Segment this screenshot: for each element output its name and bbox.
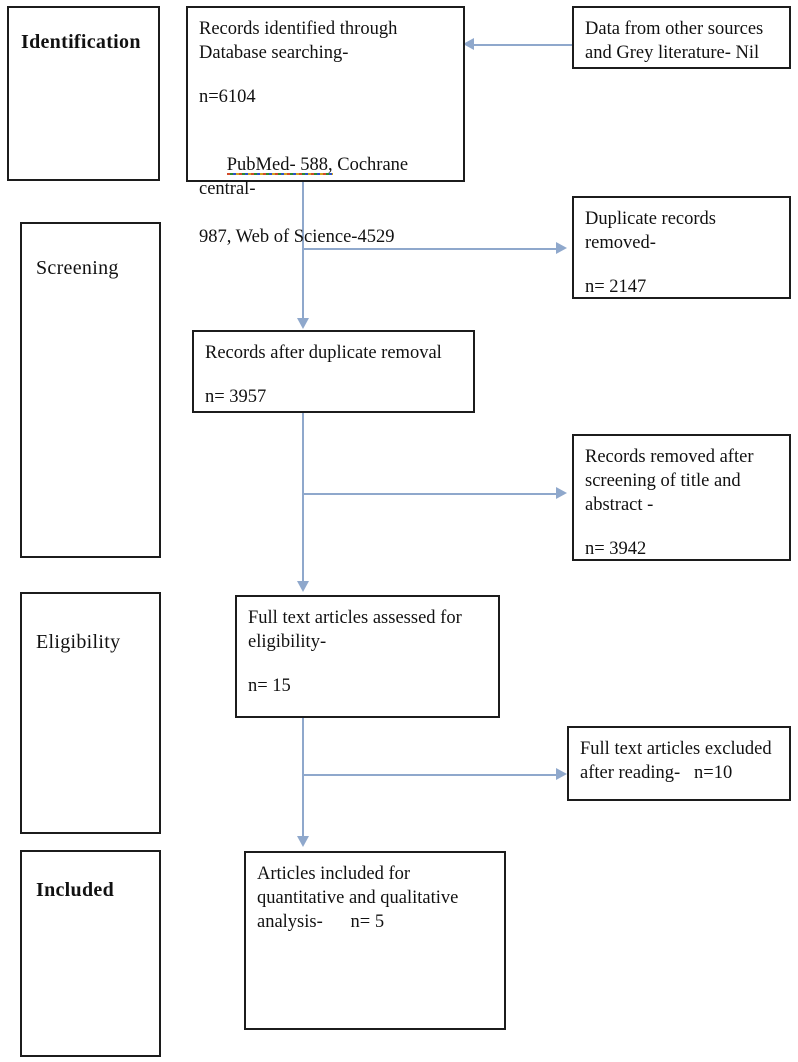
- records-identified-breakdown-line-2: 987, Web of Science-4529: [199, 227, 395, 248]
- records-identified-line-1: Records identified through: [199, 19, 398, 39]
- node-included-final[interactable]: Articles included for quantitative and q…: [244, 851, 506, 1030]
- records-identified-count: n=6104: [199, 87, 256, 108]
- stage-box-identification[interactable]: Identification: [7, 6, 160, 181]
- connector-to-fulltext-excluded: [303, 774, 557, 776]
- stage-label-identification: Identification: [21, 31, 141, 53]
- after-duplicates-count: n= 3957: [205, 387, 267, 408]
- connector-after-duplicates-to-fulltext: [302, 413, 304, 585]
- records-identified-breakdown-line-1: PubMed- 588, Cochrane central-: [199, 129, 452, 225]
- records-identified-line-2: Database searching-: [199, 43, 349, 64]
- node-other-sources[interactable]: Data from other sources and Grey literat…: [572, 6, 791, 69]
- arrowhead-into-screened-out: [556, 487, 567, 499]
- stage-label-eligibility: Eligibility: [36, 631, 121, 653]
- records-identified-breakdown-cochrane: Cochrane central-: [199, 155, 413, 200]
- included-final-line-3: analysis- n= 5: [257, 912, 385, 933]
- stage-box-included[interactable]: Included: [20, 850, 161, 1057]
- stage-label-screening: Screening: [36, 257, 119, 279]
- after-duplicates-line-1: Records after duplicate removal: [205, 343, 442, 363]
- connector-to-duplicates-removed: [303, 248, 557, 250]
- included-final-line-2: quantitative and qualitative: [257, 888, 459, 909]
- arrowhead-into-fulltext-assessed: [297, 581, 309, 592]
- arrowhead-into-records-identified: [463, 38, 474, 50]
- screened-out-count: n= 3942: [585, 539, 647, 560]
- fulltext-assessed-line-2: eligibility-: [248, 632, 327, 653]
- fulltext-excluded-line-2: after reading- n=10: [580, 763, 733, 784]
- screened-out-line-1: Records removed after: [585, 447, 754, 467]
- node-after-duplicates[interactable]: Records after duplicate removal n= 3957: [192, 330, 475, 413]
- fulltext-excluded-line-1: Full text articles excluded: [580, 739, 772, 759]
- node-duplicates-removed[interactable]: Duplicate records removed- n= 2147: [572, 196, 791, 299]
- stage-box-screening[interactable]: Screening: [20, 222, 161, 558]
- arrowhead-into-fulltext-excluded: [556, 768, 567, 780]
- other-sources-line-2: and Grey literature- Nil: [585, 43, 760, 64]
- connector-other-sources-to-records: [474, 44, 572, 46]
- node-records-identified[interactable]: Records identified through Database sear…: [186, 6, 465, 247]
- connector-to-screened-out: [303, 493, 557, 495]
- duplicates-removed-line-1: Duplicate records: [585, 209, 716, 229]
- stage-box-eligibility[interactable]: Eligibility: [20, 592, 161, 834]
- node-screened-out[interactable]: Records removed after screening of title…: [572, 434, 791, 561]
- fulltext-assessed-line-1: Full text articles assessed for: [248, 608, 462, 628]
- duplicates-removed-count: n= 2147: [585, 277, 647, 298]
- stage-label-included: Included: [36, 879, 114, 901]
- connector-fulltext-to-included: [302, 718, 304, 840]
- other-sources-line-1: Data from other sources: [585, 19, 764, 39]
- arrowhead-into-duplicates-removed: [556, 242, 567, 254]
- node-fulltext-assessed[interactable]: Full text articles assessed for eligibil…: [235, 595, 500, 718]
- screened-out-line-3: abstract -: [585, 495, 654, 516]
- arrowhead-into-after-duplicates: [297, 318, 309, 329]
- arrowhead-into-included-final: [297, 836, 309, 847]
- included-final-line-1: Articles included for: [257, 864, 411, 884]
- spellcheck-underlined-text: PubMed- 588,: [226, 155, 333, 177]
- screened-out-line-2: screening of title and: [585, 471, 741, 492]
- connector-records-to-after-duplicates: [302, 182, 304, 322]
- node-fulltext-excluded[interactable]: Full text articles excluded after readin…: [567, 726, 791, 801]
- duplicates-removed-line-2: removed-: [585, 233, 656, 254]
- fulltext-assessed-count: n= 15: [248, 676, 291, 697]
